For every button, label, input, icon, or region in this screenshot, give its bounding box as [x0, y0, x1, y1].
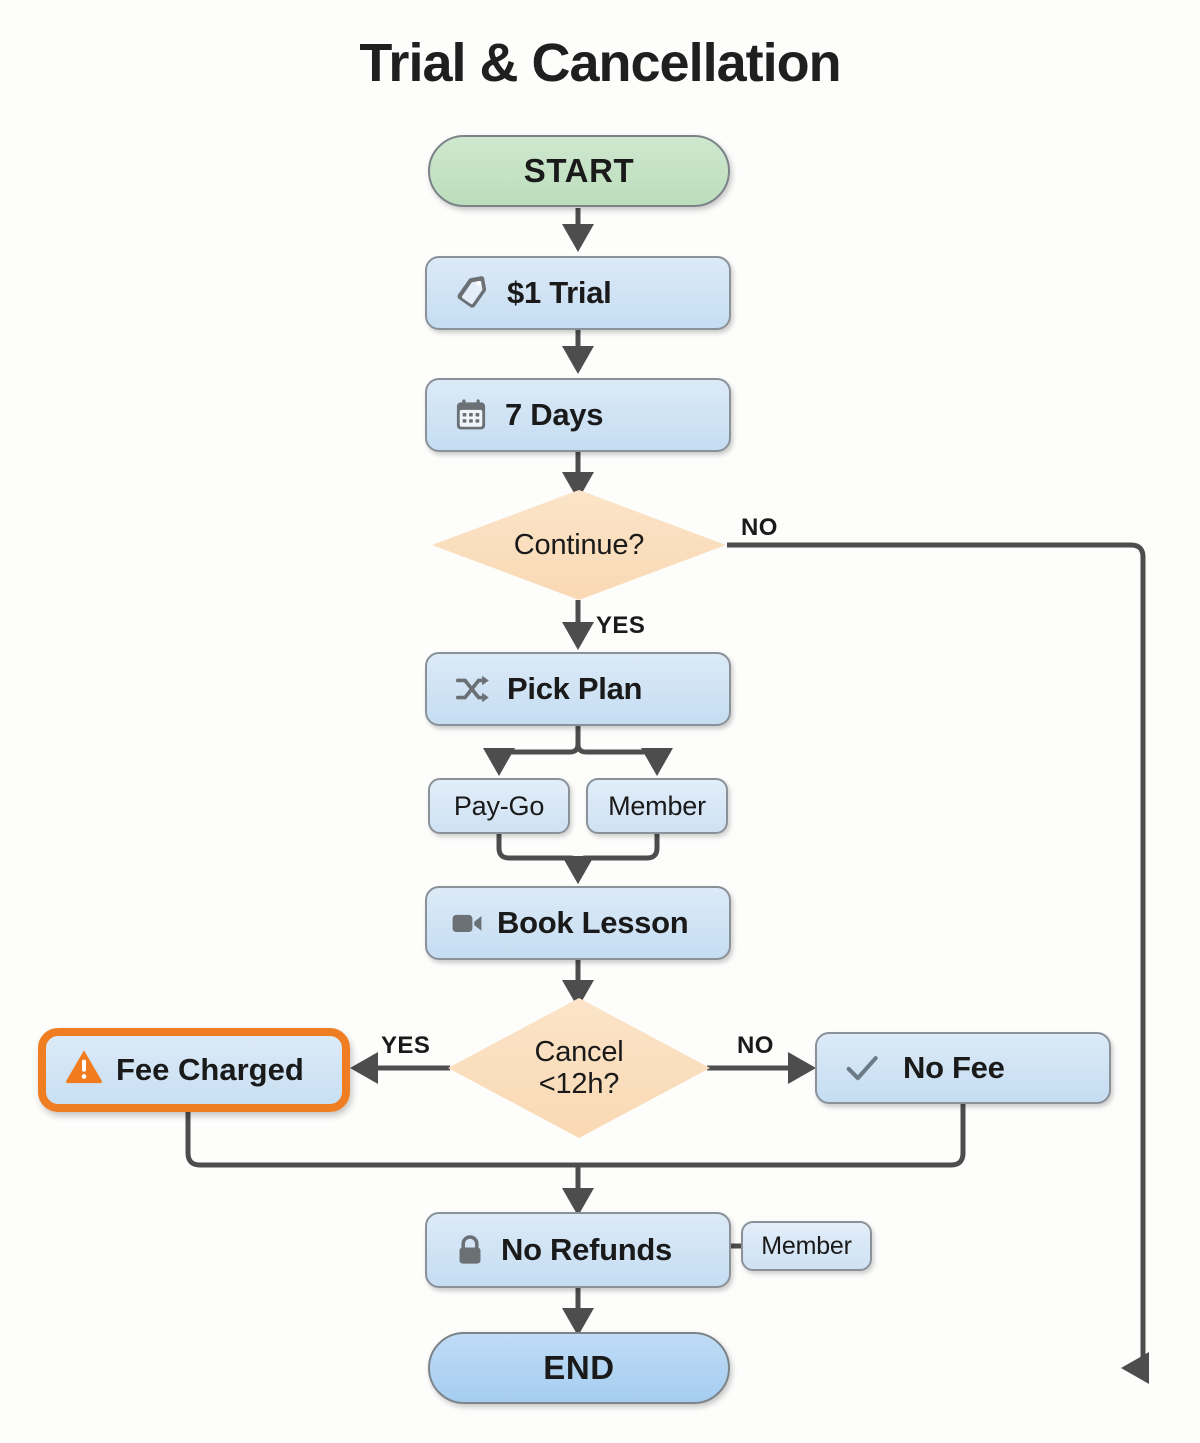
warning-triangle-icon	[64, 1046, 104, 1094]
node-cancel-label-line1: Cancel	[534, 1035, 624, 1068]
node-days[interactable]: 7 Days	[425, 378, 731, 452]
edge-nofee-merge	[578, 1104, 966, 1168]
lock-icon	[453, 1233, 487, 1267]
node-member-tag[interactable]: Member	[741, 1221, 872, 1271]
edge-member-book	[562, 834, 660, 885]
node-trial[interactable]: $1 Trial	[425, 256, 731, 330]
node-book-lesson[interactable]: Book Lesson	[425, 886, 731, 960]
node-start[interactable]: START	[428, 135, 730, 207]
node-pick-plan[interactable]: Pick Plan	[425, 652, 731, 726]
edge-label-cancel-yes: YES	[381, 1032, 431, 1059]
checkmark-icon	[843, 1049, 881, 1087]
node-cancel-label-line2: <12h?	[538, 1068, 620, 1100]
node-cancel-label: Cancel <12h?	[534, 1036, 623, 1101]
edge-paygo-book	[496, 834, 595, 885]
node-pick-plan-label: Pick Plan	[507, 671, 643, 706]
edge-label-continue-yes: YES	[596, 612, 646, 639]
node-no-refunds[interactable]: No Refunds	[425, 1212, 731, 1288]
edge-label-continue-no: NO	[741, 514, 778, 541]
node-start-label: START	[523, 152, 635, 189]
node-end[interactable]: END	[428, 1332, 730, 1404]
node-fee-charged[interactable]: Fee Charged	[38, 1028, 350, 1112]
edge-label-cancel-no: NO	[737, 1032, 774, 1059]
node-fee-charged-label: Fee Charged	[116, 1052, 304, 1087]
node-no-refunds-label: No Refunds	[501, 1232, 672, 1267]
node-no-fee-label: No Fee	[903, 1050, 1005, 1085]
shuffle-icon	[453, 670, 491, 708]
edge-pickplan-paygo	[483, 726, 581, 777]
node-days-label: 7 Days	[505, 397, 604, 432]
node-book-lesson-label: Book Lesson	[497, 905, 689, 940]
node-member-tag-label: Member	[761, 1231, 852, 1260]
node-member[interactable]: Member	[586, 778, 728, 834]
node-paygo-label: Pay-Go	[453, 790, 545, 821]
node-member-label: Member	[608, 790, 706, 821]
edge-pickplan-member	[575, 726, 674, 777]
node-continue-label: Continue?	[513, 528, 645, 561]
node-no-fee[interactable]: No Fee	[815, 1032, 1111, 1104]
calendar-icon	[453, 397, 489, 433]
node-cancel-decision[interactable]: Cancel <12h?	[448, 998, 710, 1138]
node-trial-label: $1 Trial	[507, 275, 612, 310]
edge-fee-merge	[185, 1112, 578, 1168]
video-camera-icon	[449, 905, 485, 941]
node-paygo[interactable]: Pay-Go	[428, 778, 570, 834]
node-continue-decision[interactable]: Continue?	[432, 490, 726, 600]
node-end-label: END	[543, 1349, 615, 1386]
page-title: Trial & Cancellation	[359, 33, 841, 93]
price-tag-icon	[453, 274, 491, 312]
edge-continue-no	[727, 542, 1150, 1384]
